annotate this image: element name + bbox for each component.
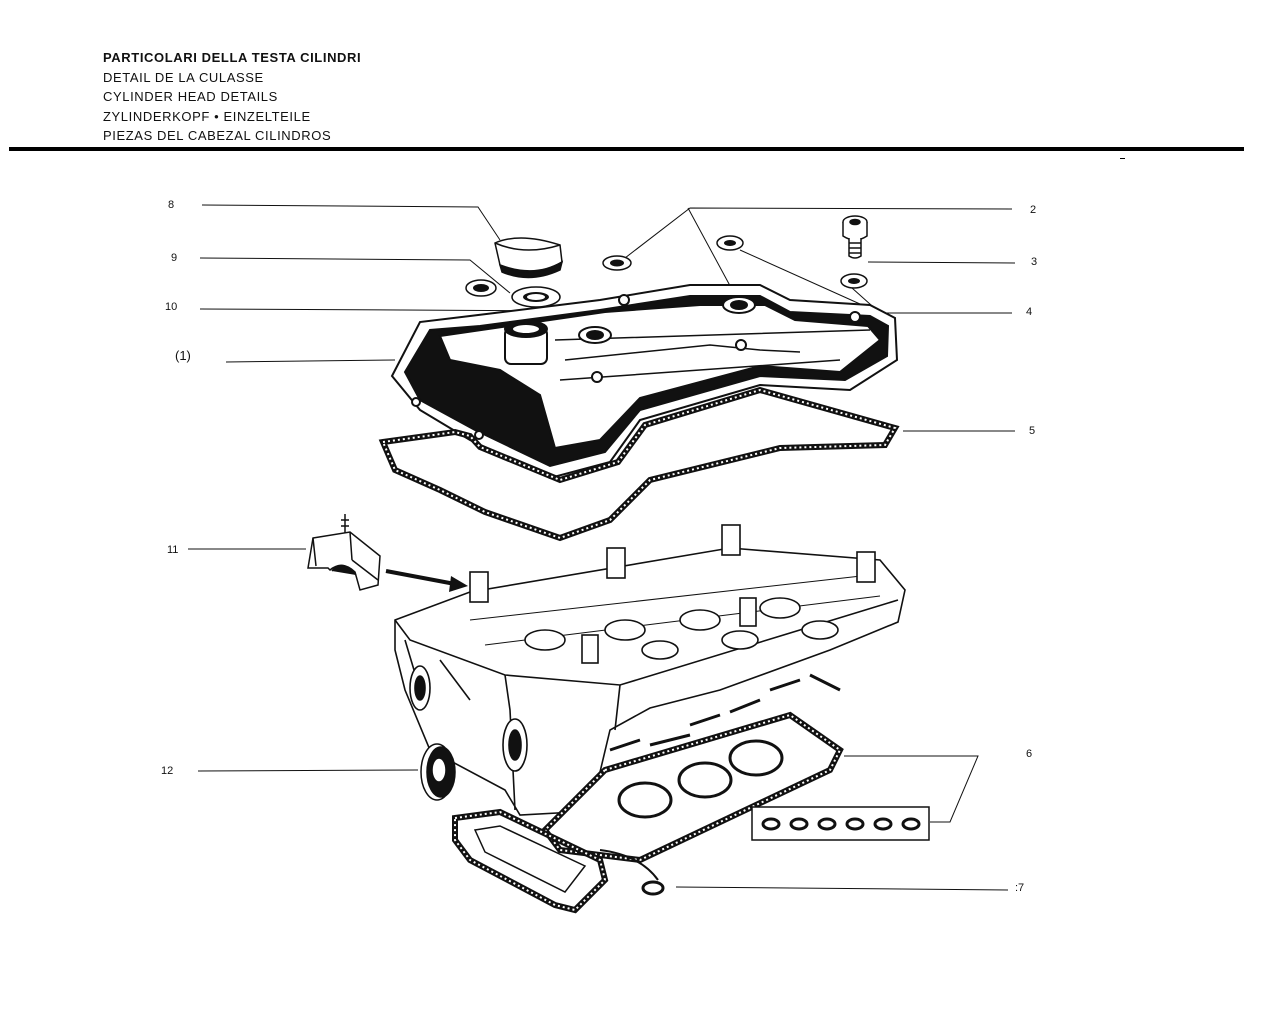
leader-7 xyxy=(675,886,1009,891)
callout-2: 2 xyxy=(1030,204,1036,216)
callout-8: 8 xyxy=(168,199,174,211)
cover-washers xyxy=(602,235,868,289)
title-french: DETAIL DE LA CULASSE xyxy=(103,69,264,85)
valve-seal-kit xyxy=(751,806,930,841)
callout-3: 3 xyxy=(1031,256,1037,268)
title-italian: PARTICOLARI DELLA TESTA CILINDRI xyxy=(103,50,362,65)
callout-7: :7 xyxy=(1015,882,1024,894)
callout-5: 5 xyxy=(1029,425,1035,437)
install-arrow xyxy=(385,569,468,592)
callout-1: (1) xyxy=(175,348,191,363)
tick-mark xyxy=(1120,158,1125,159)
cap-seal xyxy=(511,286,561,308)
leader-3 xyxy=(867,261,1016,264)
callout-10: 10 xyxy=(165,301,177,313)
leader-9 xyxy=(199,257,511,294)
leader-1 xyxy=(225,359,396,363)
cover-gasket xyxy=(378,386,900,542)
page-header: PARTICOLARI DELLA TESTA CILINDRI DETAIL … xyxy=(103,48,361,146)
header-rule xyxy=(9,147,1244,151)
manifold-gasket xyxy=(452,808,659,914)
callout-4: 4 xyxy=(1026,306,1032,318)
rocker-cover xyxy=(390,284,899,480)
leader-lines xyxy=(188,204,1016,891)
callout-12: 12 xyxy=(161,765,173,777)
title-spanish: PIEZAS DEL CABEZAL CILINDROS xyxy=(103,128,332,143)
title-english: CYLINDER HEAD DETAILS xyxy=(103,89,278,104)
oil-filler-cap xyxy=(494,237,564,279)
callout-9: 9 xyxy=(171,252,177,264)
cylinder-head xyxy=(394,524,906,816)
leader-8 xyxy=(201,204,501,241)
callout-6: 6 xyxy=(1026,748,1032,760)
cover-bolt xyxy=(842,215,868,259)
bearing-cap xyxy=(307,514,381,591)
callout-11: 11 xyxy=(167,544,178,556)
leader-12 xyxy=(197,769,419,772)
core-plug xyxy=(420,743,456,801)
nut-washer xyxy=(465,279,497,297)
leader-2 xyxy=(624,207,1013,296)
title-german: ZYLINDERKOPF • EINZELTEILE xyxy=(103,108,311,124)
callout-labels: 8 9 10 (1) 2 3 4 5 6 :7 11 12 xyxy=(161,199,1037,894)
o-ring xyxy=(641,880,665,896)
head-gasket xyxy=(541,711,844,864)
leader-6 xyxy=(844,755,979,823)
